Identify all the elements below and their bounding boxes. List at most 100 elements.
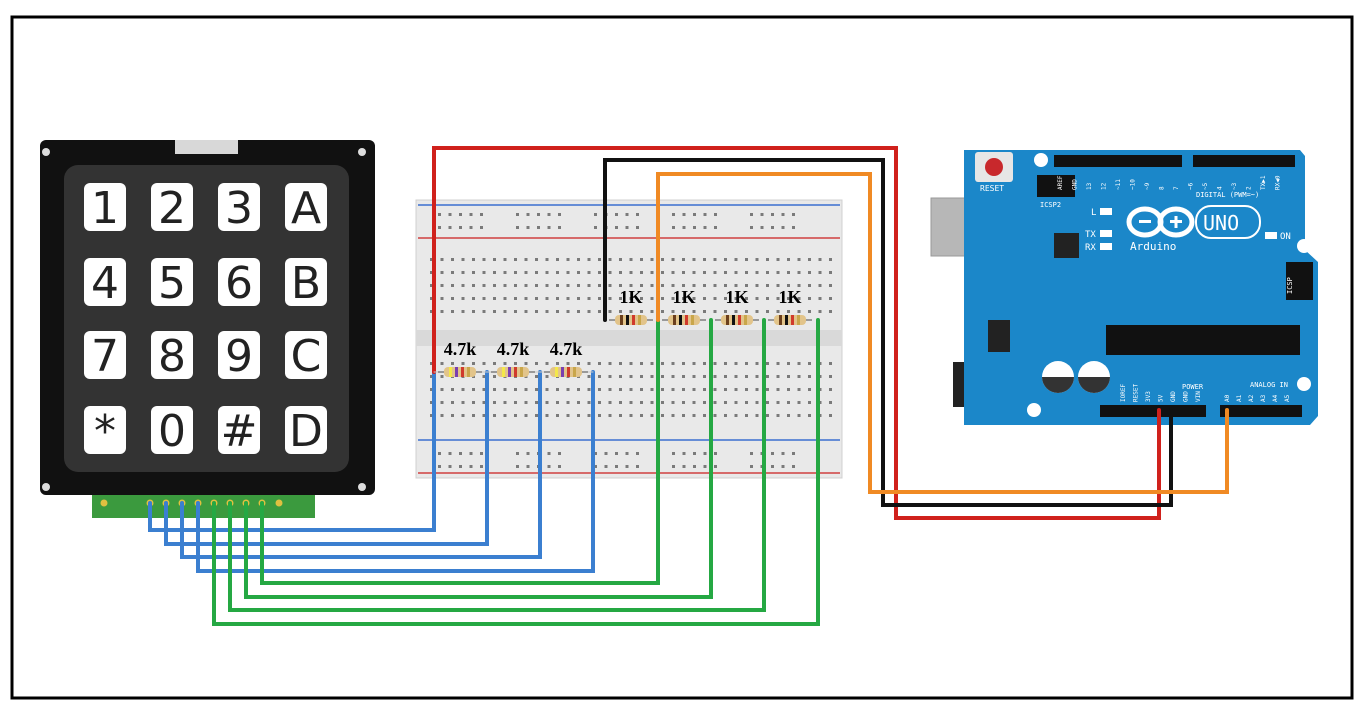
key-cap[interactable] <box>285 406 327 454</box>
breadboard-hole <box>438 213 441 216</box>
breadboard-hole <box>703 297 706 300</box>
key-0[interactable]: 0 <box>151 406 193 457</box>
breadboard-hole <box>640 388 643 391</box>
breadboard-hole <box>734 271 738 274</box>
breadboard-hole <box>766 310 769 313</box>
breadboard-hole <box>771 465 774 468</box>
breadboard-hole <box>598 388 601 391</box>
pin-label: A2 <box>1248 394 1255 402</box>
breadboard-hole <box>650 258 654 261</box>
key-8[interactable]: 8 <box>151 331 193 382</box>
breadboard-hole <box>516 465 519 468</box>
key-cap[interactable] <box>218 406 260 454</box>
breadboard-hole <box>703 388 706 391</box>
key-label: 0 <box>158 406 186 457</box>
key-#[interactable]: # <box>218 406 260 457</box>
key-cap[interactable] <box>84 331 126 379</box>
key-cap[interactable] <box>285 258 327 306</box>
key-cap[interactable] <box>218 258 260 306</box>
breadboard-hole <box>459 452 462 455</box>
breadboard-hole <box>724 258 727 261</box>
breadboard-hole <box>451 388 454 391</box>
resistor-band <box>791 315 794 325</box>
reset-button-cap[interactable] <box>985 158 1003 176</box>
key-cap[interactable] <box>151 406 193 454</box>
key-B[interactable]: B <box>285 258 327 309</box>
key-cap[interactable] <box>151 331 193 379</box>
breadboard-hole <box>776 375 780 378</box>
breadboard-hole <box>682 388 685 391</box>
key-cap[interactable] <box>285 183 327 231</box>
key-9[interactable]: 9 <box>218 331 260 382</box>
breadboard-hole <box>480 226 483 229</box>
breadboard-hole <box>766 362 769 365</box>
breadboard-hole <box>797 284 801 287</box>
breadboard-hole <box>472 271 475 274</box>
breadboard-hole <box>516 226 519 229</box>
breadboard-hole <box>692 271 696 274</box>
breadboard-hole <box>556 401 559 404</box>
key-2[interactable]: 2 <box>151 183 193 234</box>
breadboard-hole <box>787 375 790 378</box>
breadboard-hole <box>577 388 580 391</box>
breadboard-hole <box>703 414 706 417</box>
breadboard-hole <box>587 297 591 300</box>
key-cap[interactable] <box>218 183 260 231</box>
breadboard-hole <box>692 258 696 261</box>
breadboard-hole <box>619 375 622 378</box>
breadboard-hole <box>640 271 643 274</box>
key-label: 1 <box>91 183 119 234</box>
key-cap[interactable] <box>285 331 327 379</box>
key-A[interactable]: A <box>285 183 327 234</box>
key-cap[interactable] <box>218 331 260 379</box>
resistor-band <box>520 367 523 377</box>
breadboard-hole <box>661 375 664 378</box>
breadboard-hole <box>797 414 801 417</box>
key-*[interactable]: * <box>84 406 126 457</box>
power-header <box>1100 405 1206 417</box>
breadboard-hole <box>787 310 790 313</box>
breadboard-hole <box>558 226 561 229</box>
key-3[interactable]: 3 <box>218 183 260 234</box>
key-1[interactable]: 1 <box>84 183 126 234</box>
breadboard-hole <box>514 388 517 391</box>
breadboard-hole <box>781 465 785 468</box>
key-cap[interactable] <box>151 258 193 306</box>
resistor-series-1: 1K <box>609 287 653 325</box>
breadboard-hole <box>556 258 559 261</box>
breadboard-hole <box>787 258 790 261</box>
key-C[interactable]: C <box>285 331 327 382</box>
icsp2-header <box>1037 175 1075 197</box>
key-label: # <box>221 406 258 457</box>
breadboard-hole <box>430 271 433 274</box>
key-6[interactable]: 6 <box>218 258 260 309</box>
breadboard-hole <box>750 213 753 216</box>
key-cap[interactable] <box>151 183 193 231</box>
breadboard-hole <box>703 226 707 229</box>
key-7[interactable]: 7 <box>84 331 126 382</box>
breadboard-hole <box>636 226 639 229</box>
resistor-band <box>461 367 464 377</box>
breadboard-hole <box>745 284 748 287</box>
breadboard-hole <box>619 362 622 365</box>
pin-label: GND <box>1170 391 1177 402</box>
key-4[interactable]: 4 <box>84 258 126 309</box>
pin-label: 12 <box>1101 182 1108 190</box>
breadboard-hole <box>440 388 444 391</box>
key-cap[interactable] <box>84 258 126 306</box>
key-5[interactable]: 5 <box>151 258 193 309</box>
breadboard-hole <box>661 297 664 300</box>
key-D[interactable]: D <box>285 406 327 457</box>
key-cap[interactable] <box>84 406 126 454</box>
breadboard-hole <box>430 388 433 391</box>
black-wire-gnd <box>603 158 1173 507</box>
breadboard-hole <box>776 284 780 287</box>
power-label: POWER <box>1182 383 1204 391</box>
breadboard-hole <box>636 213 639 216</box>
breadboard-hole <box>671 388 675 391</box>
breadboard-hole <box>469 465 473 468</box>
breadboard-hole <box>771 452 774 455</box>
key-label: 4 <box>91 258 119 309</box>
key-cap[interactable] <box>84 183 126 231</box>
